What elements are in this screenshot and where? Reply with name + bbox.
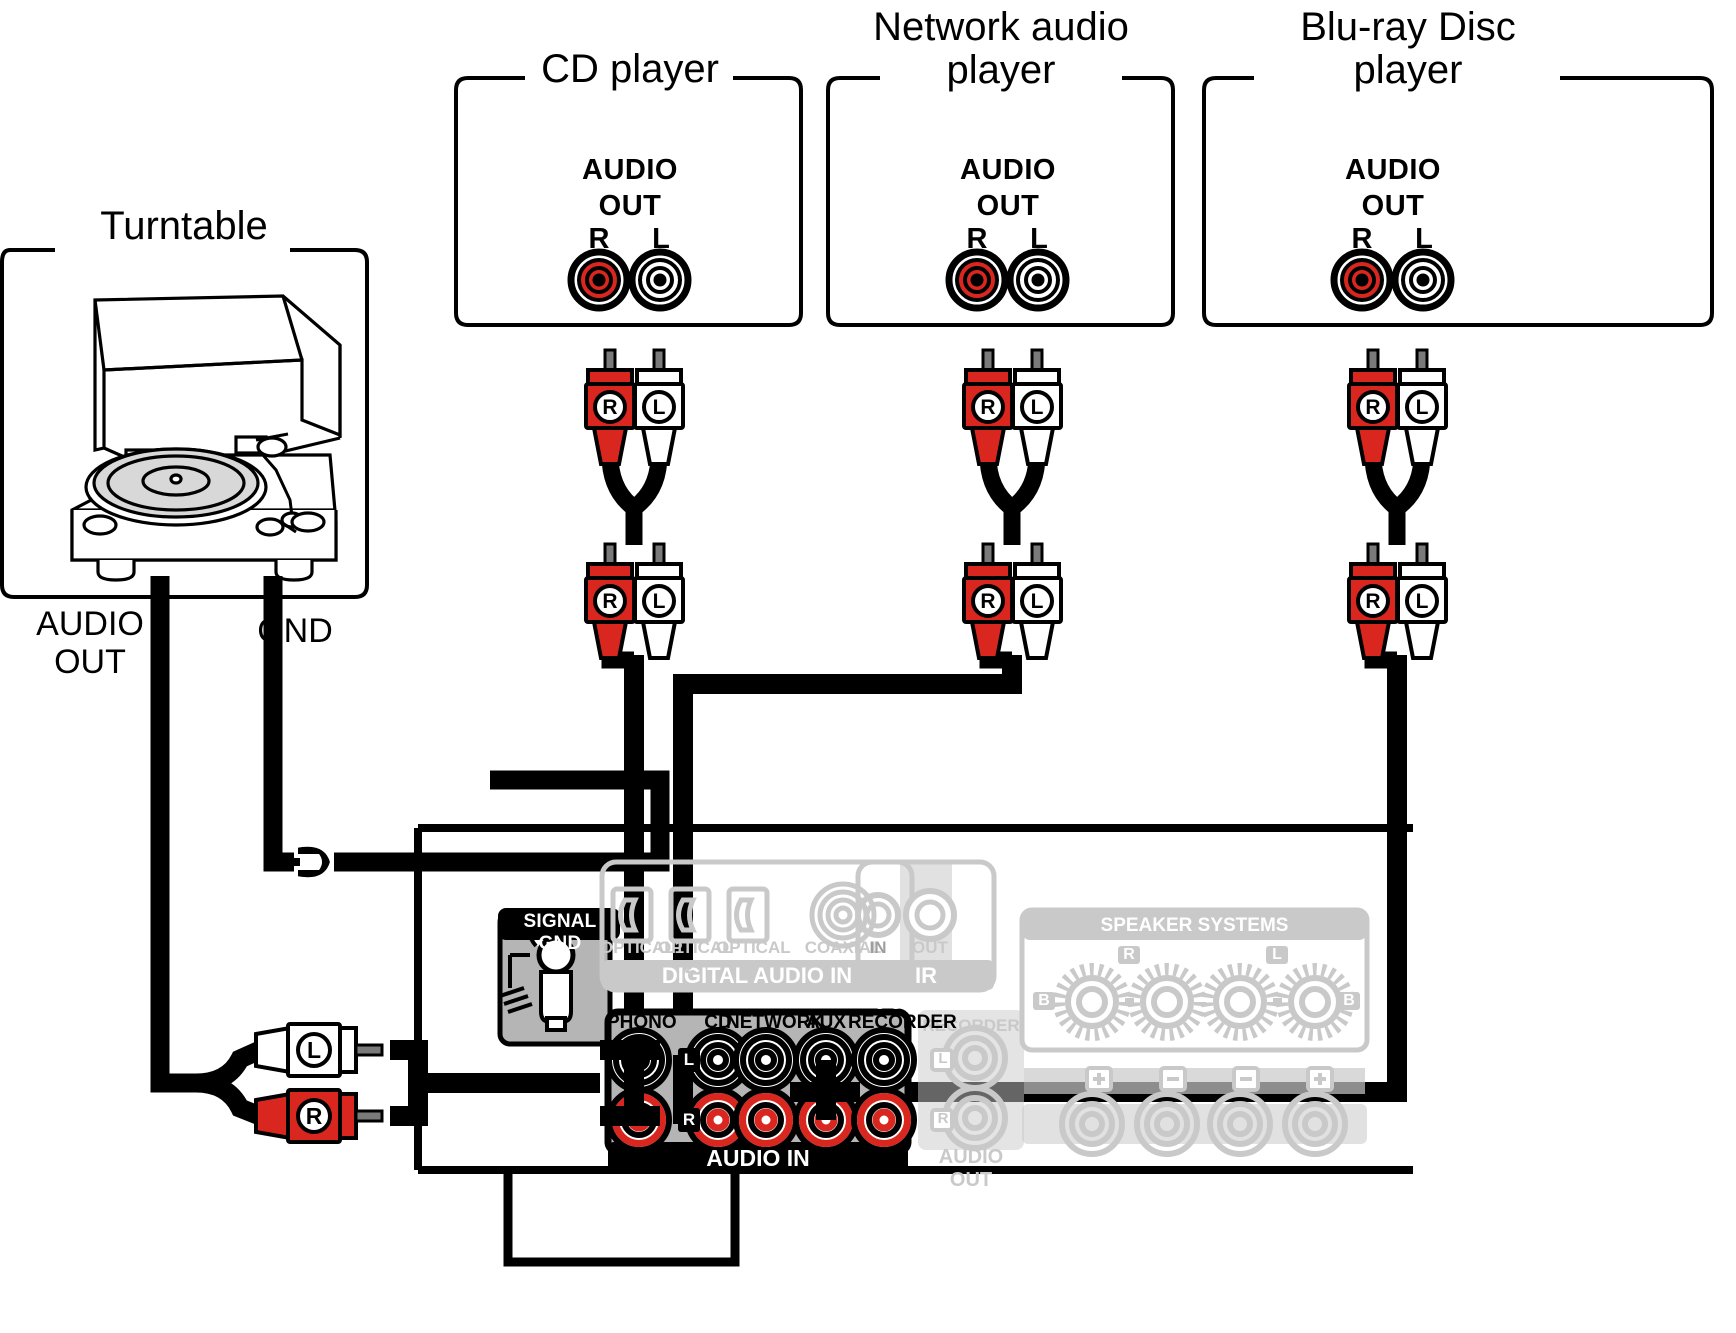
turntable-plug-r	[254, 1088, 384, 1144]
network-cable-plug-l-bottom	[1011, 542, 1063, 660]
cd-player-title: CD player	[541, 47, 719, 91]
network-player-device-box	[826, 76, 1175, 327]
audio-in-cd-label: CD	[704, 1012, 732, 1033]
bluray-player-audio-out-label: AUDIO OUT	[1345, 154, 1441, 223]
bluray-cable-plug-r-bottom	[1347, 542, 1399, 660]
bluray-player-jack-r-label: R	[1351, 223, 1373, 255]
speaker-bank-b-label-right: B	[1338, 992, 1360, 1010]
signal-gnd-label: SIGNAL GND	[523, 911, 597, 954]
cd-player-audio-out-label: AUDIO OUT	[582, 154, 678, 223]
cd-player-audio-out-jacks	[571, 252, 688, 308]
audio-out-block	[918, 1010, 1024, 1150]
speaker-channel-r-label: R	[1118, 946, 1140, 964]
signal-gnd-label-plate	[498, 908, 620, 940]
coaxial-label: COAXIAL	[804, 938, 882, 957]
turntable-title: Turntable	[100, 204, 268, 248]
cable-gnd-to-signalgnd	[334, 770, 670, 872]
cd-cable-plug-r-top	[584, 348, 636, 466]
bluray-player-device-box	[1202, 76, 1714, 327]
receiver-body	[414, 824, 1413, 1174]
optical1-label: OPTICAL1	[600, 938, 685, 957]
receiver-chassis-bottom	[503, 1170, 740, 1267]
cable-network-trunk	[673, 655, 1022, 1050]
cable-terminations	[600, 1040, 860, 1126]
network-player-jack-l-label: L	[1030, 223, 1048, 255]
network-player-audio-out-jacks	[949, 252, 1066, 308]
ir-control-block	[855, 859, 997, 993]
speaker-bank-b-label: B	[1033, 992, 1055, 1010]
bluray-player-title: Blu-ray Disc player	[1300, 5, 1516, 93]
cd-player-jack-r-label: R	[588, 223, 610, 255]
network-player-jack-r-label: R	[966, 223, 988, 255]
network-player-audio-out-label: AUDIO OUT	[960, 154, 1056, 223]
audio-in-network-label: NETWORK	[726, 1012, 825, 1033]
gnd-spade-terminal	[294, 842, 335, 882]
bluray-cable-plug-l-top	[1396, 348, 1448, 466]
ir-in-label: IN	[869, 938, 887, 957]
audio-in-aux-label: AUX	[805, 1012, 847, 1033]
cd-player-jack-l-label: L	[652, 223, 670, 255]
cd-player-device-box	[454, 76, 803, 327]
cd-cable-plug-r-bottom	[584, 542, 636, 660]
speaker-channel-l-label: L	[1266, 946, 1288, 964]
network-cable-plug-r-top	[962, 348, 1014, 466]
turntable-rca-splitter	[195, 1041, 264, 1125]
bluray-player-jack-l-label: L	[1415, 223, 1433, 255]
bluray-player-audio-out-jacks	[1334, 252, 1451, 308]
audio-out-channel-l-label: L	[938, 1050, 948, 1067]
audio-out-recorder-label: RECORDER	[922, 1016, 1020, 1035]
ir-out-label: OUT	[912, 938, 948, 957]
turntable-plug-l	[254, 1022, 384, 1078]
network-cable-plug-r-bottom	[962, 542, 1014, 660]
speaker-systems-group-label: SPEAKER SYSTEMS	[1100, 915, 1289, 936]
optical2-label: OPTICAL 2	[658, 938, 733, 977]
audio-out-group-label: AUDIO OUT	[938, 1146, 1004, 1191]
cd-cable-plug-l-bottom	[633, 542, 685, 660]
audio-in-phono-label: PHONO	[607, 1012, 677, 1033]
digital-audio-in-group-label: DIGITAL AUDIO IN	[661, 963, 853, 988]
audio-out-channel-r-label: R	[937, 1110, 949, 1127]
bluray-cable-plug-r-top	[1347, 348, 1399, 466]
audio-in-channel-r-label: R	[682, 1110, 696, 1129]
bluray-cable-plug-l-bottom	[1396, 542, 1448, 660]
cable-turntable-gnd	[263, 576, 300, 872]
speaker-systems-block	[1019, 907, 1370, 1154]
audio-in-recorder-label: RECORDER	[848, 1012, 957, 1033]
network-player-title: Network audio player	[873, 5, 1129, 93]
optical3-label: OPTICAL 3	[716, 938, 791, 977]
cd-cable-plug-l-top	[633, 348, 685, 466]
network-cable-plug-l-top	[1011, 348, 1063, 466]
turntable-illustration	[70, 294, 342, 582]
ir-control-group-label: IR CONTROL	[871, 963, 981, 1014]
audio-in-group-label: AUDIO IN	[706, 1145, 810, 1171]
audio-in-channel-l-label: L	[683, 1050, 695, 1069]
turntable-device-box	[0, 248, 369, 599]
turntable-gnd-label: GND	[257, 612, 333, 650]
cable-turntable-audio	[150, 576, 200, 1093]
turntable-audio-out-label: AUDIO OUT	[36, 605, 144, 682]
